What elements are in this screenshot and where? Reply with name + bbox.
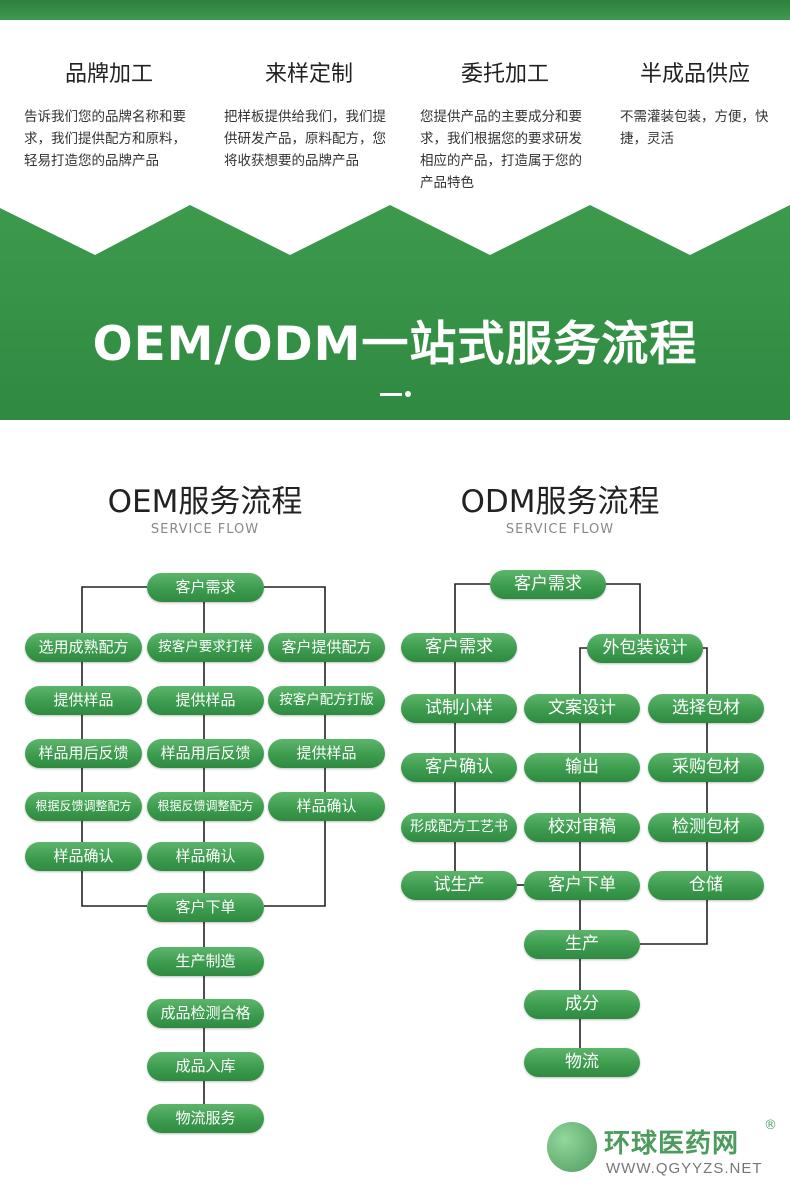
odm-packaging-design: 外包装设计 (587, 634, 703, 663)
odm-mid-step: 校对审稿 (524, 813, 640, 842)
oem-col3-step: 客户提供配方 (268, 633, 385, 662)
odm-bottom-step: 物流 (524, 1048, 640, 1077)
oem-col2-step: 样品确认 (147, 842, 264, 871)
service-title: 来样定制 (264, 62, 353, 87)
service-sample-customization: 来样定制 把样板提供给我们，我们提供研发产品，原料配方，您将收获想要的品牌产品 (224, 56, 394, 172)
service-desc: 把样板提供给我们，我们提供研发产品，原料配方，您将收获想要的品牌产品 (224, 109, 386, 169)
oem-col1-step: 样品用后反馈 (25, 739, 142, 768)
service-brand-processing: 品牌加工 告诉我们您的品牌名称和要求，我们提供配方和原料，轻易打造您的品牌产品 (24, 56, 194, 172)
banner-divider (380, 393, 402, 396)
banner-title: OEM/ODM一站式服务流程 (92, 317, 698, 372)
odm-bottom-step: 成分 (524, 990, 640, 1019)
odm-mid-step: 客户下单 (524, 871, 640, 900)
oem-bottom-step: 客户下单 (147, 893, 264, 922)
registered-mark: ® (764, 1118, 777, 1133)
oem-col3-step: 样品确认 (268, 792, 385, 821)
oem-subtitle: SERVICE FLOW (150, 522, 260, 537)
odm-right-step: 检测包材 (648, 813, 764, 842)
globe-icon (547, 1122, 597, 1172)
odm-left-step: 客户确认 (401, 753, 517, 782)
odm-customer-demand: 客户需求 (490, 570, 606, 599)
oem-col2-step: 按客户要求打样 (147, 633, 264, 662)
oem-col1-step: 样品确认 (25, 842, 142, 871)
odm-bottom-step: 生产 (524, 930, 640, 959)
banner-divider-dot (405, 391, 411, 397)
oem-bottom-step: 成品入库 (147, 1052, 264, 1081)
service-commissioned-processing: 委托加工 您提供产品的主要成分和要求，我们根据您的要求研发相应的产品，打造属于您… (420, 56, 590, 194)
oem-col2-step: 样品用后反馈 (147, 739, 264, 768)
oem-title: OEM服务流程 (107, 484, 303, 520)
odm-right-step: 选择包材 (648, 694, 764, 723)
odm-title: ODM服务流程 (460, 484, 660, 520)
service-desc: 不需灌装包装，方便，快捷，灵活 (620, 109, 769, 147)
odm-left-step: 客户需求 (401, 633, 517, 662)
service-semi-finished: 半成品供应 不需灌装包装，方便，快捷，灵活 (620, 56, 770, 150)
oem-bottom-step: 物流服务 (147, 1104, 264, 1133)
oem-col2-step: 提供样品 (147, 686, 264, 715)
odm-subtitle: SERVICE FLOW (505, 522, 615, 537)
watermark-name: 环球医药网 (604, 1129, 740, 1159)
odm-left-step: 形成配方工艺书 (401, 813, 517, 842)
banner-background (0, 200, 790, 420)
odm-right-step: 采购包材 (648, 753, 764, 782)
top-green-bar (0, 0, 790, 20)
oem-bottom-step: 生产制造 (147, 947, 264, 976)
odm-mid-step: 输出 (524, 753, 640, 782)
oem-customer-demand: 客户需求 (147, 573, 264, 602)
watermark-url: WWW.QGYYZS.NET (606, 1160, 763, 1177)
odm-left-step: 试生产 (401, 871, 517, 900)
service-desc: 您提供产品的主要成分和要求，我们根据您的要求研发相应的产品，打造属于您的产品特色 (420, 109, 582, 191)
oem-col3-step: 提供样品 (268, 739, 385, 768)
service-title: 品牌加工 (64, 62, 153, 87)
odm-right-step: 仓储 (648, 871, 764, 900)
service-desc: 告诉我们您的品牌名称和要求，我们提供配方和原料，轻易打造您的品牌产品 (24, 109, 186, 169)
oem-col1-step: 选用成熟配方 (25, 633, 142, 662)
odm-mid-step: 文案设计 (524, 694, 640, 723)
service-title: 委托加工 (460, 62, 549, 87)
service-title: 半成品供应 (639, 62, 750, 87)
oem-col2-step: 根据反馈调整配方 (147, 792, 264, 821)
oem-col1-step: 提供样品 (25, 686, 142, 715)
oem-col3-step: 按客户配方打版 (268, 686, 385, 715)
oem-col1-step: 根据反馈调整配方 (25, 792, 142, 821)
oem-bottom-step: 成品检测合格 (147, 999, 264, 1028)
odm-left-step: 试制小样 (401, 694, 517, 723)
